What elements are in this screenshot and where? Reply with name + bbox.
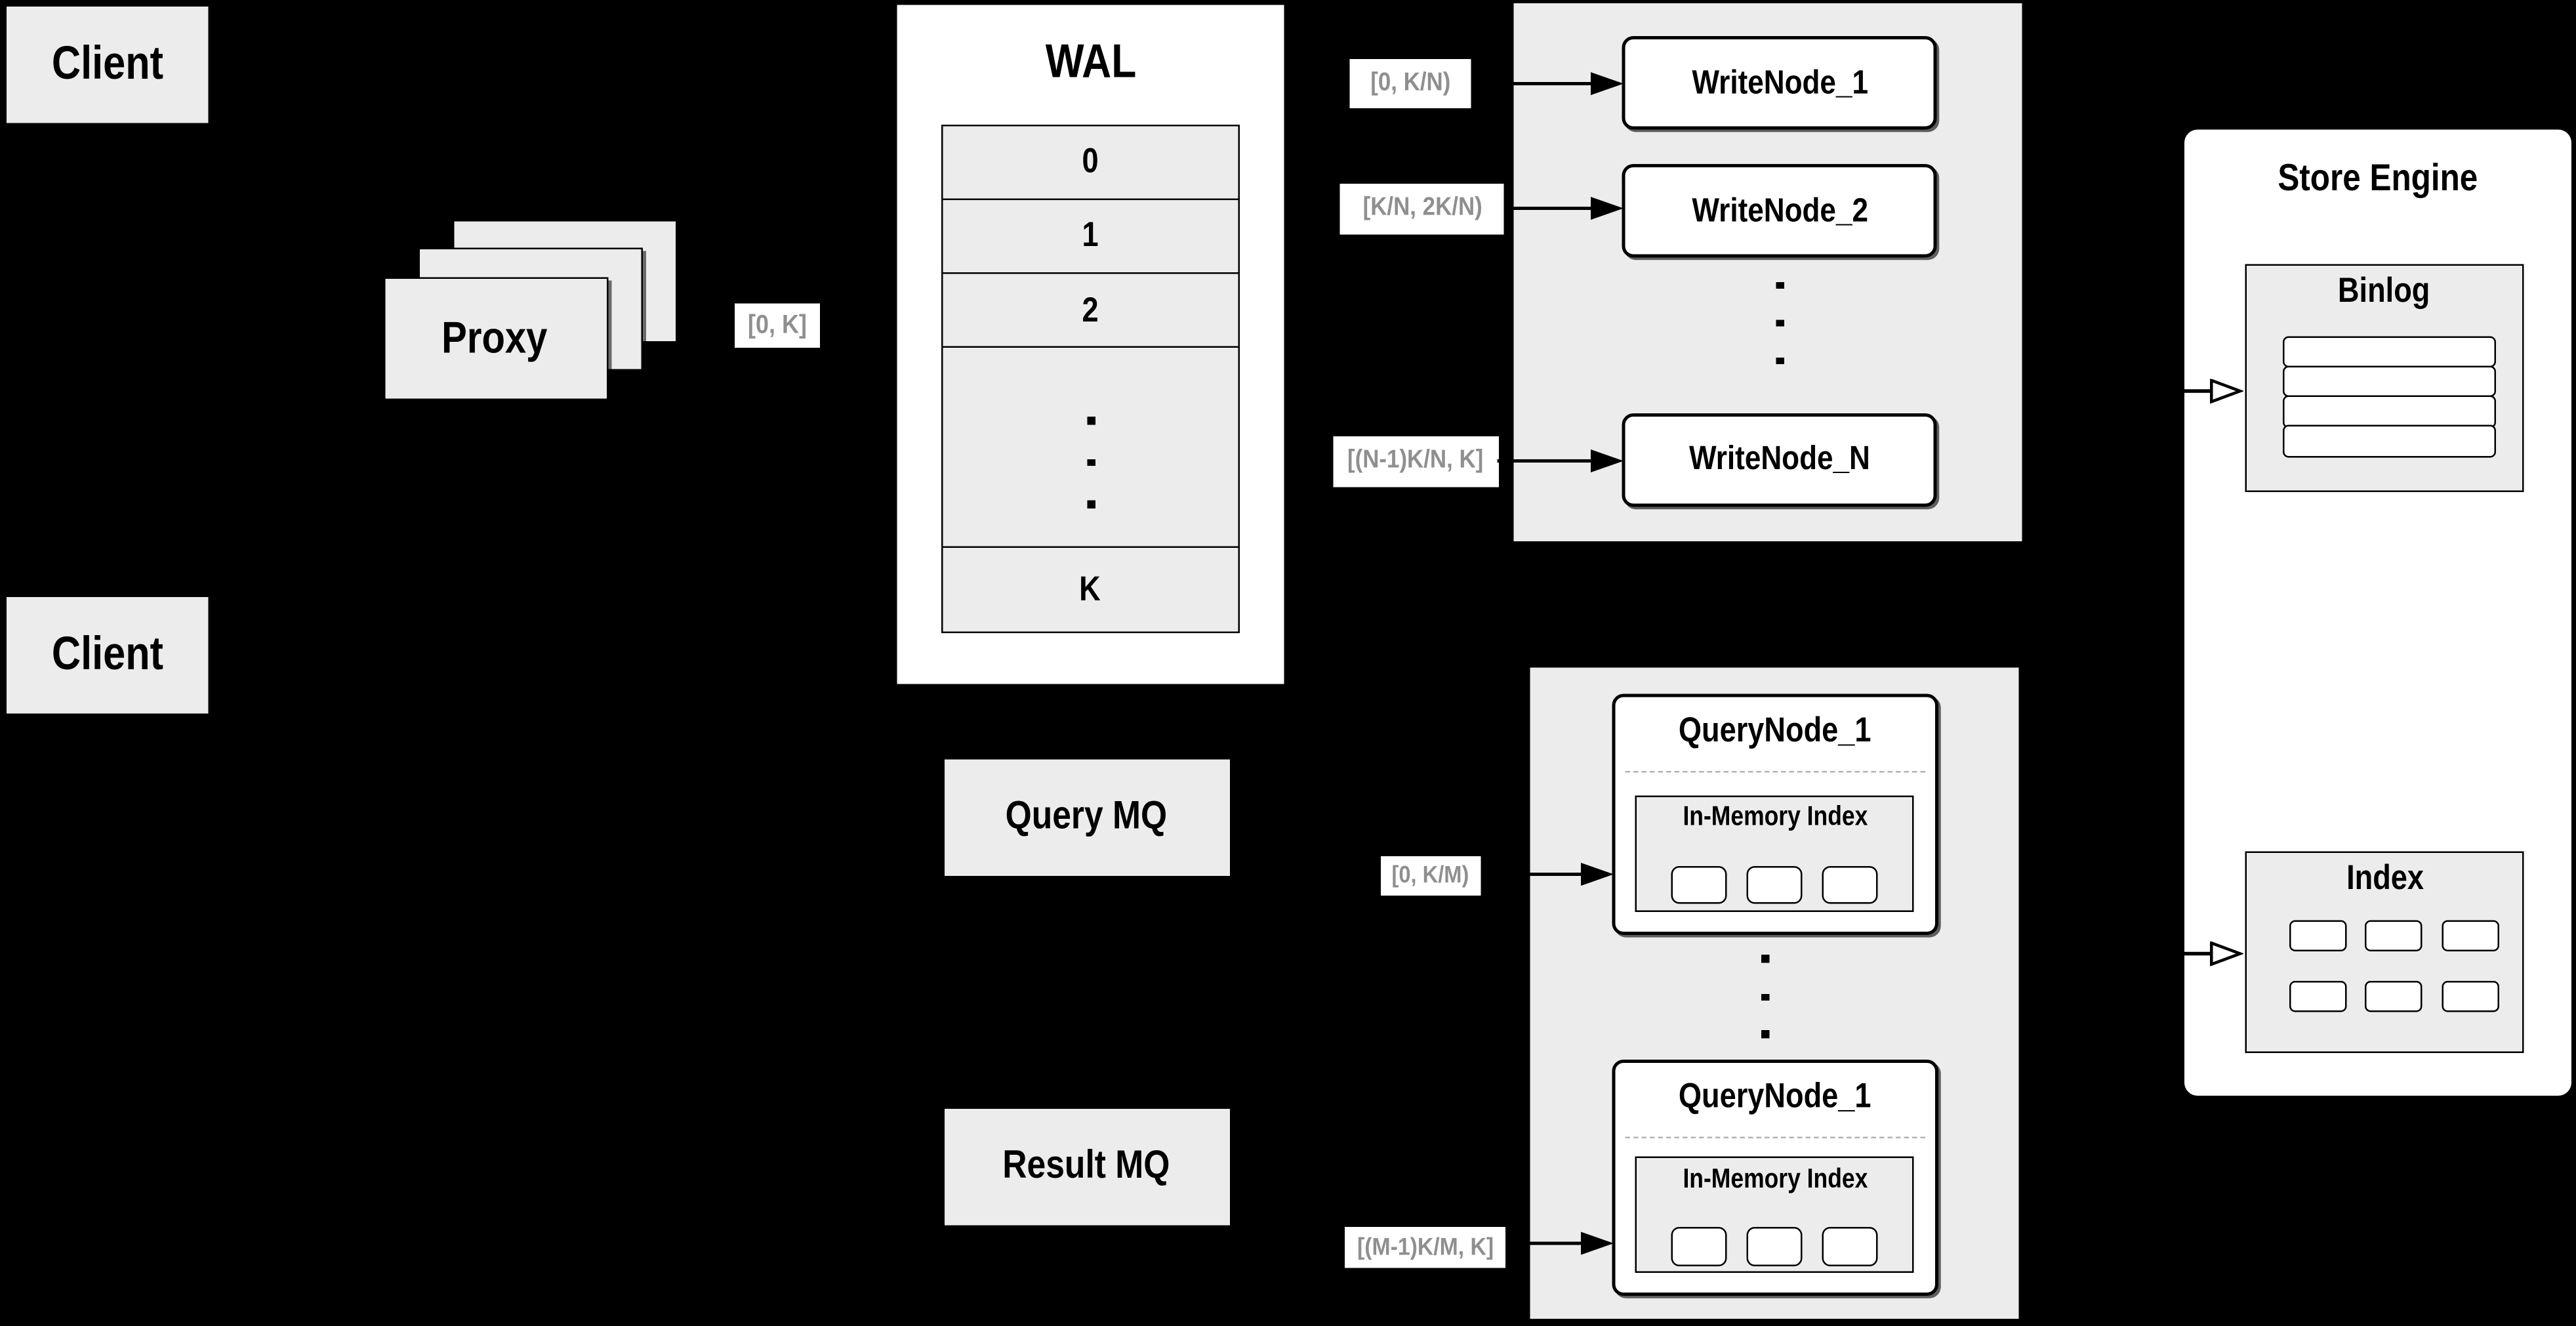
wal-ellipsis-row <box>941 346 1240 550</box>
arrow-stem <box>1503 207 1592 211</box>
query-node-divider <box>1625 770 1925 772</box>
write-range-label-1: [0, K/N) <box>1349 59 1471 108</box>
ellipsis-dot <box>1761 1030 1769 1038</box>
ellipsis-dot <box>1087 501 1095 508</box>
result-mq-box: Result MQ <box>945 1109 1229 1225</box>
ellipsis-dot <box>1087 417 1095 425</box>
in-memory-index-title: In-Memory Index <box>1682 802 1868 832</box>
memory-cells <box>1637 1227 1913 1266</box>
binlog-rows <box>2281 335 2496 458</box>
wal-segment-row: 2 <box>941 272 1240 350</box>
ellipsis-dot <box>1761 955 1769 963</box>
index-cell <box>2441 980 2499 1013</box>
query-node-title: QueryNode_1 <box>1678 712 1871 750</box>
arrow-head-icon <box>1589 196 1623 220</box>
arrow-stem <box>1507 1241 1582 1245</box>
wal-segment-row: 0 <box>941 125 1240 201</box>
index-cell <box>2441 920 2499 952</box>
in-memory-index-title: In-Memory Index <box>1682 1163 1868 1193</box>
index-cell <box>2289 980 2347 1013</box>
in-memory-index-box: In-Memory Index <box>1635 795 1915 911</box>
arrow-head-icon <box>1589 72 1623 95</box>
store-engine-title: Store Engine <box>2277 155 2478 198</box>
binlog-title: Binlog <box>2338 272 2431 310</box>
query-node-2: QueryNode_1 In-Memory Index <box>1612 1060 1938 1296</box>
wal-box: WAL 0 1 2 K <box>897 4 1284 684</box>
memory-cell <box>1822 865 1878 904</box>
memory-cells <box>1637 865 1913 904</box>
query-node-1: QueryNode_1 In-Memory Index <box>1612 694 1938 934</box>
client-label: Client <box>51 37 163 91</box>
write-node-1: WriteNode_1 <box>1622 36 1937 130</box>
memory-cell <box>1746 1227 1803 1266</box>
ellipsis-dot <box>1087 459 1095 466</box>
query-range-label-1: [0, K/M) <box>1381 855 1481 895</box>
arrow-stem <box>1482 873 1582 877</box>
memory-cell <box>1746 865 1803 904</box>
query-mq-box: Query MQ <box>945 759 1229 875</box>
write-range-label-2: [K/N, 2K/N) <box>1339 184 1504 234</box>
query-node-title: QueryNode_1 <box>1678 1077 1871 1116</box>
arrow-head-icon <box>1580 862 1613 886</box>
wal-segment-row: K <box>941 547 1240 634</box>
index-cell <box>2365 980 2423 1013</box>
wal-segment-row: 1 <box>941 198 1240 276</box>
binlog-row <box>2281 425 2496 458</box>
memory-cell <box>1671 1227 1727 1266</box>
query-node-divider <box>1625 1136 1925 1138</box>
index-cell <box>2365 920 2423 952</box>
proxy-card-front: Proxy <box>382 276 608 400</box>
hollow-arrow-binlog-icon <box>2183 379 2243 404</box>
arrow-head-icon <box>1589 448 1623 472</box>
arrow-head-icon <box>1580 1231 1613 1254</box>
store-engine-box: Store Engine Binlog Index <box>2184 129 2571 1095</box>
client-label: Client <box>51 628 163 681</box>
proxy-label: Proxy <box>442 312 548 362</box>
index-cells <box>2289 920 2499 1013</box>
write-node-2: WriteNode_2 <box>1622 164 1937 258</box>
in-memory-index-box: In-Memory Index <box>1635 1156 1915 1273</box>
index-cell <box>2289 920 2347 952</box>
client-box-top: Client <box>7 7 209 123</box>
index-box: Index <box>2245 851 2524 1054</box>
binlog-row <box>2281 335 2496 368</box>
write-range-label-3: [(N-1)K/N, K] <box>1333 435 1499 487</box>
memory-cell <box>1671 865 1727 904</box>
ellipsis-dot <box>1776 281 1784 289</box>
ellipsis-dot <box>1761 993 1769 1001</box>
ellipsis-dot <box>1776 356 1784 365</box>
ellipsis-dot <box>1776 319 1784 327</box>
memory-cell <box>1822 1227 1878 1266</box>
arrow-stem <box>1471 82 1592 86</box>
arrow-stem <box>1497 459 1592 463</box>
binlog-row <box>2281 395 2496 428</box>
write-node-n: WriteNode_N <box>1622 412 1937 507</box>
binlog-box: Binlog <box>2245 264 2524 492</box>
query-range-label-2: [(M-1)K/M, K] <box>1345 1226 1505 1268</box>
index-title: Index <box>2346 859 2424 898</box>
binlog-row <box>2281 365 2496 398</box>
hollow-arrow-index-icon <box>2183 940 2243 966</box>
wal-table: 0 1 2 K <box>941 125 1240 634</box>
client-box-bottom: Client <box>7 597 209 714</box>
wal-title: WAL <box>1045 35 1136 88</box>
proxy-range-label: [0, K] <box>735 303 820 348</box>
